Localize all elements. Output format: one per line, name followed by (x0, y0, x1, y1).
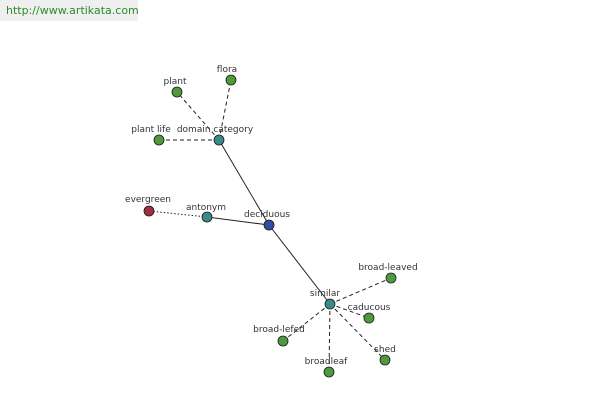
edge-broadleaf (328, 303, 331, 373)
label-broad_leaved[interactable]: broad-leaved (358, 263, 417, 273)
label-plant[interactable]: plant (164, 77, 187, 87)
node-broad_leaved[interactable] (385, 272, 397, 284)
label-caducous[interactable]: caducous (348, 303, 391, 313)
label-broadleaf[interactable]: broadleaf (305, 357, 349, 367)
node-antonym[interactable] (201, 211, 213, 223)
label-plant_life[interactable]: plant life (131, 125, 171, 135)
edge-flora (218, 79, 232, 141)
node-plant_life[interactable] (153, 134, 165, 146)
node-broad_leafed[interactable] (277, 335, 289, 347)
node-domain_category[interactable] (213, 134, 225, 146)
edge-antonym (206, 216, 270, 226)
label-flora[interactable]: flora (217, 65, 237, 75)
edge-similar (268, 224, 331, 305)
node-flora[interactable] (225, 74, 237, 86)
node-plant[interactable] (171, 86, 183, 98)
node-evergreen[interactable] (143, 205, 155, 217)
edge-evergreen (148, 210, 208, 218)
label-deciduous[interactable]: deciduous (244, 210, 290, 220)
edge-domain_category (218, 139, 270, 226)
node-broadleaf[interactable] (323, 366, 335, 378)
edge-broad_leafed (282, 303, 331, 342)
node-caducous[interactable] (363, 312, 375, 324)
label-shed[interactable]: shed (374, 345, 396, 355)
node-deciduous[interactable] (263, 219, 275, 231)
node-similar[interactable] (324, 298, 336, 310)
edge-plant (176, 91, 220, 141)
edge-shed (329, 303, 386, 361)
label-similar[interactable]: similar (310, 289, 340, 299)
url-text[interactable]: http://www.artikata.com (6, 4, 139, 17)
label-evergreen[interactable]: evergreen (125, 195, 171, 205)
label-antonym[interactable]: antonym (186, 203, 226, 213)
label-broad_leafed[interactable]: broad-lefed (253, 325, 305, 335)
url-banner: http://www.artikata.com (0, 0, 139, 21)
label-domain_category[interactable]: domain category (177, 125, 254, 135)
node-shed[interactable] (379, 354, 391, 366)
